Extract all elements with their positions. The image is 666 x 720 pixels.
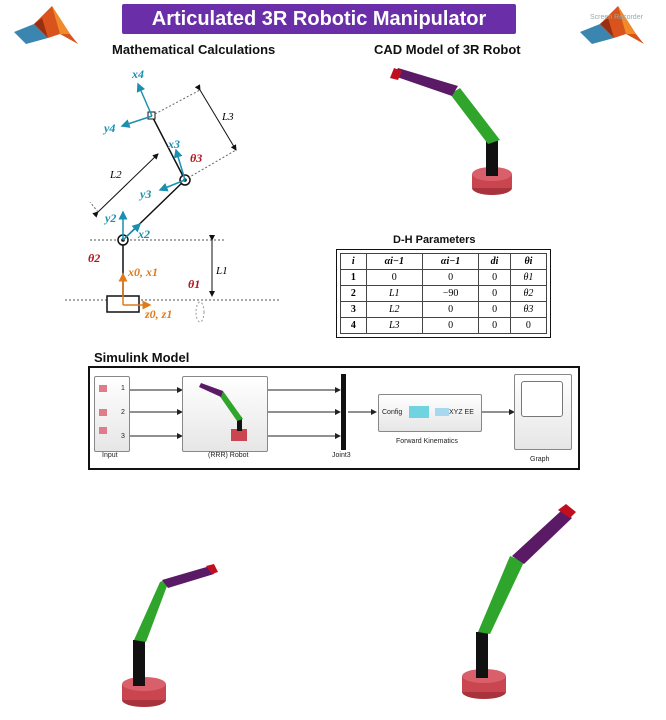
page-title: Articulated 3R Robotic Manipulator [151, 7, 487, 30]
joint-mux-block[interactable] [341, 374, 346, 450]
cad-robot-model [390, 68, 512, 195]
graph-scope-block[interactable] [514, 374, 572, 450]
dh-cell: L3 [365, 317, 423, 334]
dh-table: i αi−1 αi−1 di θi 1 0 0 0 θ1 2 L1 −90 0 … [340, 253, 548, 334]
input-block[interactable]: 1 2 3 [94, 376, 130, 452]
fk-output-port: XYZ EE [449, 409, 474, 416]
fk-input-port: Config [382, 409, 403, 416]
dh-cell: 0 [421, 269, 480, 286]
dh-cell: 0 [421, 301, 480, 318]
dh-cell: 0 [365, 269, 423, 286]
graph-block-label: Graph [530, 456, 550, 463]
dh-cell: θ2 [509, 285, 548, 302]
dh-cell: L1 [365, 285, 423, 302]
label-theta2: θ2 [88, 251, 100, 265]
robot-pose-right [462, 504, 576, 699]
dh-cell: 2 [340, 285, 367, 302]
robot-thumbnail-icon [199, 383, 247, 441]
label-x2: x2 [137, 227, 150, 241]
label-y2: y2 [103, 211, 116, 225]
dh-cell: θ3 [509, 301, 548, 318]
robot-pose-left [122, 564, 218, 707]
fk-block-icon [409, 406, 429, 418]
dh-header-row: i αi−1 αi−1 di θi [340, 253, 548, 270]
dh-cell: 0 [478, 301, 511, 318]
label-L3: L3 [221, 111, 234, 123]
robot-block-label: (RRR) Robot [208, 452, 249, 459]
input-port-1: 1 [121, 385, 125, 392]
dh-header: αi−1 [421, 253, 480, 270]
dh-cell: 0 [421, 317, 480, 334]
slider-2-icon [99, 409, 107, 416]
input-port-3: 3 [121, 433, 125, 440]
table-row: 4 L3 0 0 0 [340, 317, 548, 334]
label-y3: y3 [138, 187, 151, 201]
math-section-title: Mathematical Calculations [112, 42, 276, 57]
dh-cell: 0 [478, 285, 511, 302]
dh-cell: L2 [365, 301, 423, 318]
label-x4: x4 [131, 67, 144, 81]
input-block-label: Input [102, 452, 118, 459]
dh-cell: 0 [478, 317, 511, 334]
simulink-wires [128, 387, 515, 439]
dh-table-frame: i αi−1 αi−1 di θi 1 0 0 0 θ1 2 L1 −90 0 … [336, 249, 551, 338]
label-x0x1: x0, x1 [127, 265, 158, 279]
dh-header: θi [509, 253, 548, 270]
dh-cell: 1 [340, 269, 367, 286]
label-L1: L1 [215, 265, 228, 277]
input-port-2: 2 [121, 409, 125, 416]
dh-section-title: D-H Parameters [393, 234, 476, 246]
watermark-text: Screen Recorder [590, 14, 643, 21]
label-theta3: θ3 [190, 151, 202, 165]
dh-header: di [478, 253, 511, 270]
cad-section-title: CAD Model of 3R Robot [374, 42, 521, 57]
slider-3-icon [99, 427, 107, 434]
joint-mux-label: Joint3 [332, 452, 351, 459]
label-L2: L2 [109, 169, 122, 181]
table-row: 2 L1 −90 0 θ2 [340, 285, 548, 302]
label-theta1: θ1 [188, 277, 200, 291]
kinematic-diagram: L1 L2 L3 x0, x1 z0, z1 θ1 y2 x2 θ2 x3 y3… [65, 67, 280, 323]
dh-cell: 0 [478, 269, 511, 286]
dh-cell: 3 [340, 301, 367, 318]
robot-block[interactable] [182, 376, 268, 452]
forward-kinematics-label: Forward Kinematics [396, 438, 458, 445]
slider-1-icon [99, 385, 107, 392]
matlab-logo-right-icon [580, 6, 644, 44]
simulink-section-title: Simulink Model [94, 350, 190, 365]
simulink-canvas: 1 2 3 Input (RRR) Robot Joint3 Config XY… [88, 366, 580, 470]
table-row: 1 0 0 0 θ1 [340, 269, 548, 286]
label-z0z1: z0, z1 [144, 307, 172, 321]
forward-kinematics-block[interactable]: Config XYZ EE [378, 394, 482, 432]
dh-cell: 4 [340, 317, 367, 334]
dh-cell: θ1 [509, 269, 548, 286]
dh-cell: 0 [509, 317, 548, 334]
matlab-logo-left-icon [14, 6, 78, 44]
dh-cell: −90 [421, 285, 480, 302]
table-row: 3 L2 0 0 θ3 [340, 301, 548, 318]
page-title-banner: Articulated 3R Robotic Manipulator [122, 4, 516, 34]
label-x3: x3 [167, 137, 180, 151]
dh-header: αi−1 [365, 253, 423, 270]
fk-block-icon-2 [435, 408, 449, 416]
scope-screen-icon [521, 381, 563, 417]
dh-header: i [340, 253, 367, 270]
label-y4: y4 [102, 121, 115, 135]
link-3 [151, 115, 186, 181]
